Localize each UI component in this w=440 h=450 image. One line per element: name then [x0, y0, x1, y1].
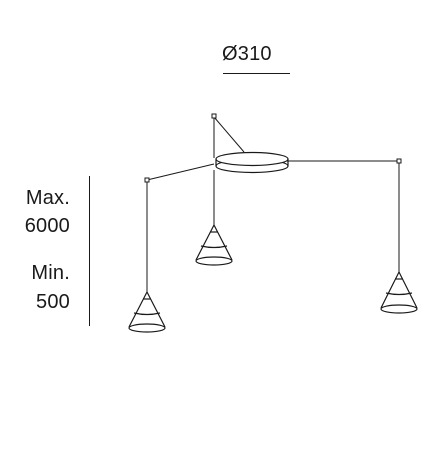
diameter-underline — [223, 73, 290, 74]
ceiling-anchor-icon — [211, 113, 217, 119]
cone-shade-icon — [380, 271, 418, 314]
left-arm-cable — [146, 163, 215, 181]
min-height-label: Min. — [31, 262, 70, 284]
min-height-value: 500 — [36, 291, 70, 313]
max-height-value: 6000 — [24, 215, 70, 237]
cone-shade-icon — [195, 224, 233, 266]
ceiling-canopy-icon — [215, 151, 289, 174]
cone-shade-icon — [128, 291, 166, 333]
height-dimension-line — [89, 176, 90, 326]
diameter-label: Ø310 — [222, 43, 272, 65]
left-anchor-icon — [144, 177, 150, 183]
right-anchor-icon — [396, 158, 402, 164]
max-height-label: Max. — [25, 187, 70, 209]
canopy-diagonal-cable — [213, 116, 245, 153]
